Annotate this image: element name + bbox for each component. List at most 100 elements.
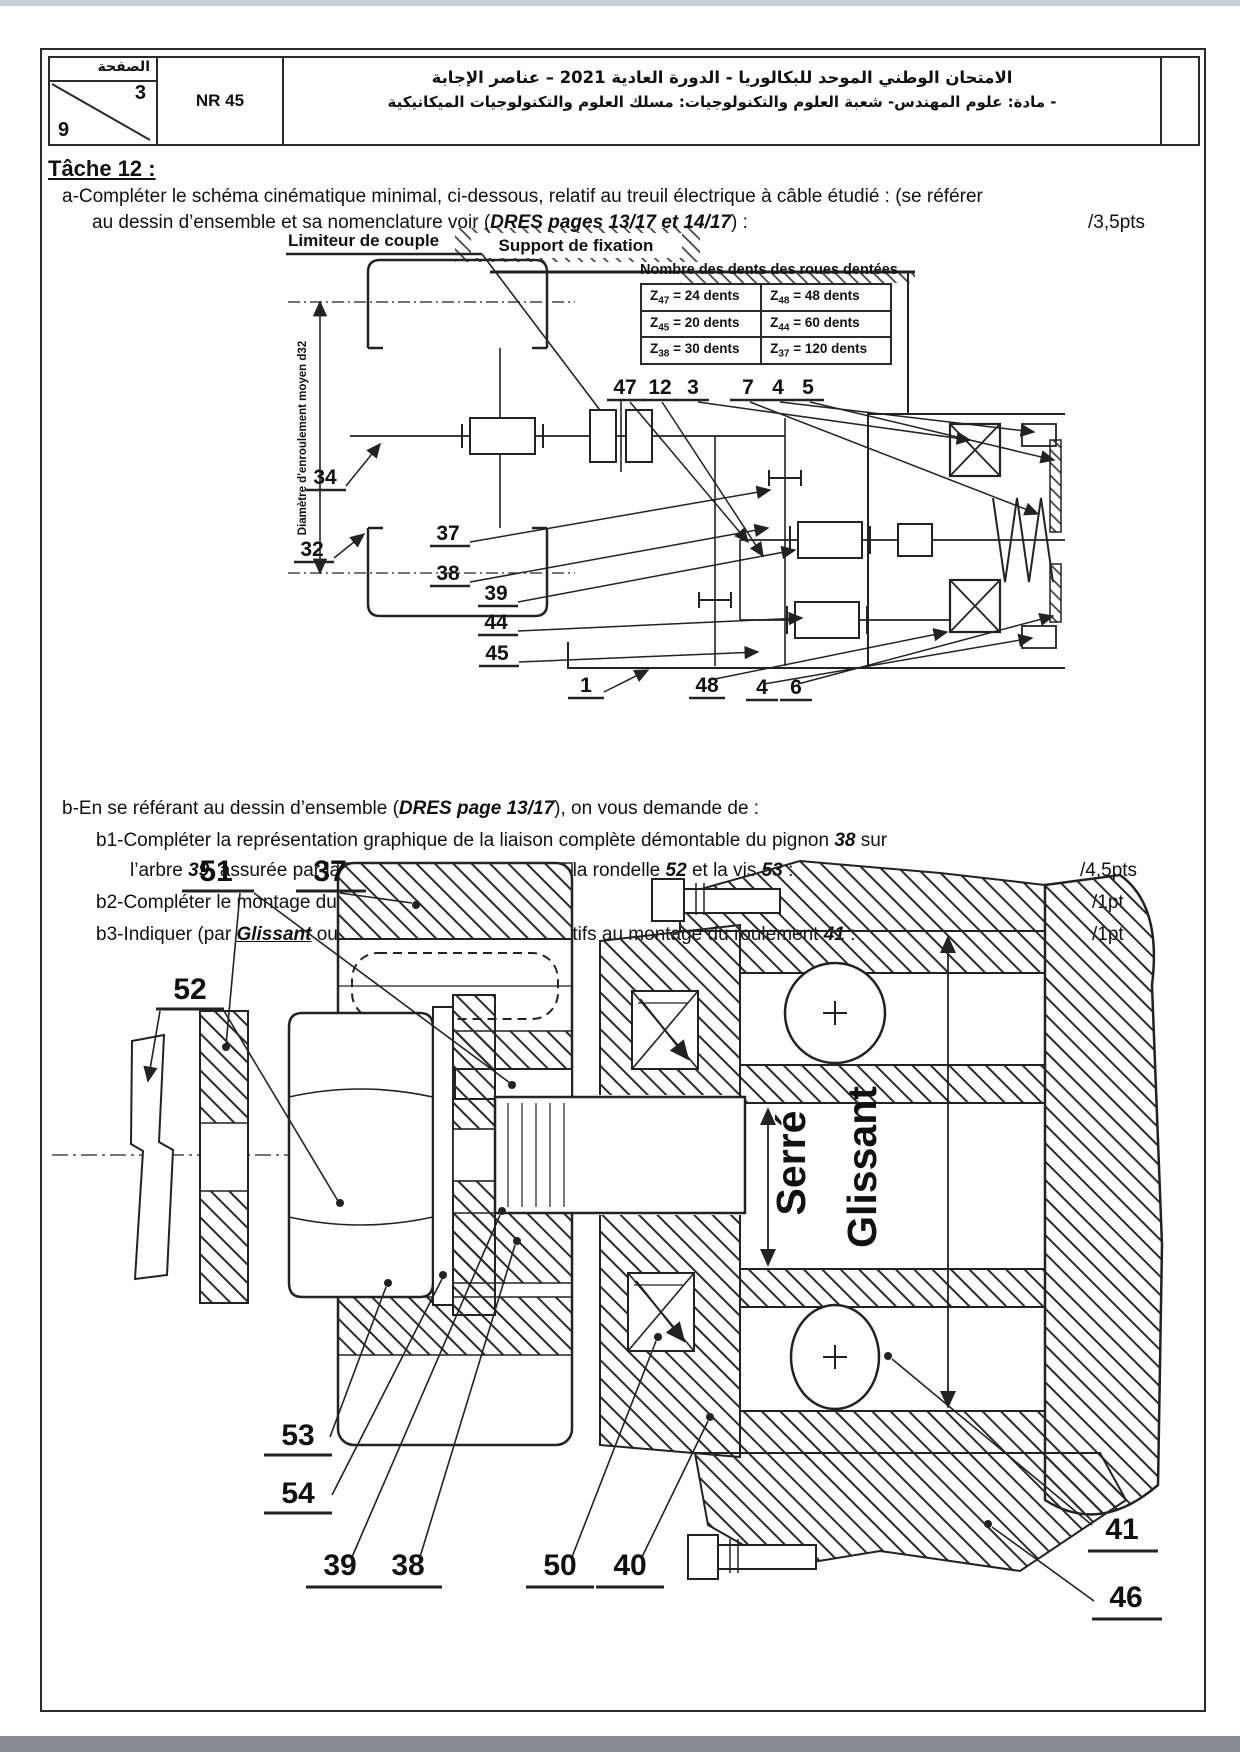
part-label-38: 38 [436,562,460,585]
label-41: 41 [1105,1513,1138,1546]
label-51: 51 [199,855,232,888]
fastening-parts [129,994,496,1316]
dres-ref-a: DRES pages 13/17 et 14/17 [490,212,731,233]
z-sub: 38 [658,349,670,361]
part-label-45: 45 [485,642,509,665]
z-sub: 45 [658,322,670,334]
task-a-points: /3,5pts [1088,212,1146,233]
part-label-7: 7 [742,376,754,399]
part-label-48: 48 [695,674,719,697]
header-empty-cell [1162,58,1198,144]
casing-outline [567,413,1065,669]
b1-num-52: 52 [665,860,687,881]
label-40: 40 [613,1549,646,1582]
b1-text: b1-Compléter la représentation graphique… [96,830,835,851]
label-39: 39 [323,1549,356,1582]
fit-glissant-text: Glissant [839,1086,885,1248]
task-a-line1: a-Compléter le schéma cinématique minima… [62,186,983,207]
exam-title-line1: الامتحان الوطني الموحد للبكالوريا - الدو… [431,68,1013,87]
part-label-39: 39 [484,582,507,605]
b1-text: et la vis [686,860,762,881]
task-b1-line1: b1-Compléter la représentation graphique… [96,830,887,852]
z-prefix: Z [650,288,659,303]
dres-ref-b: DRES page 13/17 [398,798,555,819]
motor-brake [897,422,1062,649]
housing-46-section [1043,873,1164,1516]
exam-code: NR 45 [195,91,245,110]
lock-washer-bent [129,1033,175,1281]
page-total: 9 [58,119,70,141]
part-label-4b: 4 [756,676,768,699]
part-label-32: 32 [300,538,323,561]
b1-text: , la rondelle [562,860,666,881]
z-sub: 47 [658,295,670,307]
b1-text: sur [855,830,888,851]
label-53: 53 [281,1419,314,1452]
shaft-39-section [493,1095,747,1215]
page-current: 3 [134,82,146,104]
exam-title-cell: الامتحان الوطني الموحد للبكالوريا - الدو… [284,58,1162,144]
fit-serre-text: Serré [768,1111,814,1216]
part-label-47: 47 [613,376,636,399]
part-label-34: 34 [313,466,337,489]
task-a-line2: au dessin d’ensemble et sa nomenclature … [92,212,748,234]
z-sub: 37 [778,349,790,361]
exam-title-line2: - مادة: علوم المهندس- شعبة العلوم والتكن… [387,93,1057,111]
b1-text: l’arbre [130,860,189,881]
b3-text: b3-Indiquer (par [96,924,237,945]
washer-54 [432,1006,454,1306]
part-label-12: 12 [648,376,671,399]
table-row: Z47 = 24 dents Z48 = 48 dents [639,283,892,312]
page-border [40,48,1206,1712]
z-value: = 60 dents [789,314,860,330]
gear-train [350,400,1065,666]
task-b-pre: b-En se référant au dessin d’ensemble ( [62,798,399,819]
task-heading: Tâche 12 : [48,156,156,181]
part-label-5: 5 [802,376,814,399]
z-sub: 48 [778,295,790,307]
page-number-cell: الصفحة 3 9 [50,58,158,144]
z-prefix: Z [650,314,659,330]
part-label-44: 44 [484,611,508,634]
drum-symbol [288,258,575,618]
torque-limiter-callout: Limiteur de couple [286,231,613,428]
support-label: Support de fixation [499,236,654,255]
cap-screw-top [651,878,685,922]
part-label-6: 6 [790,676,802,699]
page-diagonal [51,83,151,141]
task-b-post: ), on vous demande de : [554,798,760,819]
exam-code-cell: NR 45 [158,58,284,144]
page-label: الصفحة [97,59,150,75]
b1-num-39: 39 [188,860,210,881]
kinematic-part-labels: 34 32 37 38 39 44 45 47 12 3 7 4 [294,376,1056,702]
support-fixation-symbol: Support de fixation [455,228,915,414]
label-37: 37 [313,855,346,888]
part-label-4a: 4 [772,376,784,399]
label-38: 38 [391,1549,424,1582]
gear-teeth-table-title: Nombre des dents des roues dentées [640,262,898,278]
part-label-37: 37 [436,522,459,545]
z-prefix: Z [650,341,659,357]
z-prefix: Z [770,288,779,303]
page-cell-divider [50,80,156,82]
bearing-and-housing [651,859,1164,1580]
b1-num-38: 38 [834,830,856,851]
label-54: 54 [281,1477,315,1510]
label-52: 52 [173,973,206,1006]
label-46: 46 [1109,1581,1142,1614]
assembly-drawing: Serré Glissant 51 37 52 53 54 39 38 50 4… [52,855,1164,1621]
limiteur-label: Limiteur de couple [288,231,439,250]
z-prefix: Z [770,314,779,330]
b3-text: ou [311,924,344,945]
b3-glissant: Glissant [236,924,312,945]
z-value: = 20 dents [669,314,740,330]
kinematic-diagram: Support de fixation Limiteur de couple D… [286,228,1065,702]
header-box: الصفحة 3 9 NR 45 الامتحان الوطني الموحد … [48,56,1200,146]
hex-bolt-head-53 [287,1011,435,1299]
task-b-line: b-En se référant au dessin d’ensemble (D… [62,798,759,820]
z-value: = 48 dents [789,288,860,303]
z-value: = 30 dents [669,341,740,357]
part-label-1: 1 [580,674,592,697]
gear-teeth-table: Nombre des dents des roues dentées Z47 =… [639,262,898,366]
